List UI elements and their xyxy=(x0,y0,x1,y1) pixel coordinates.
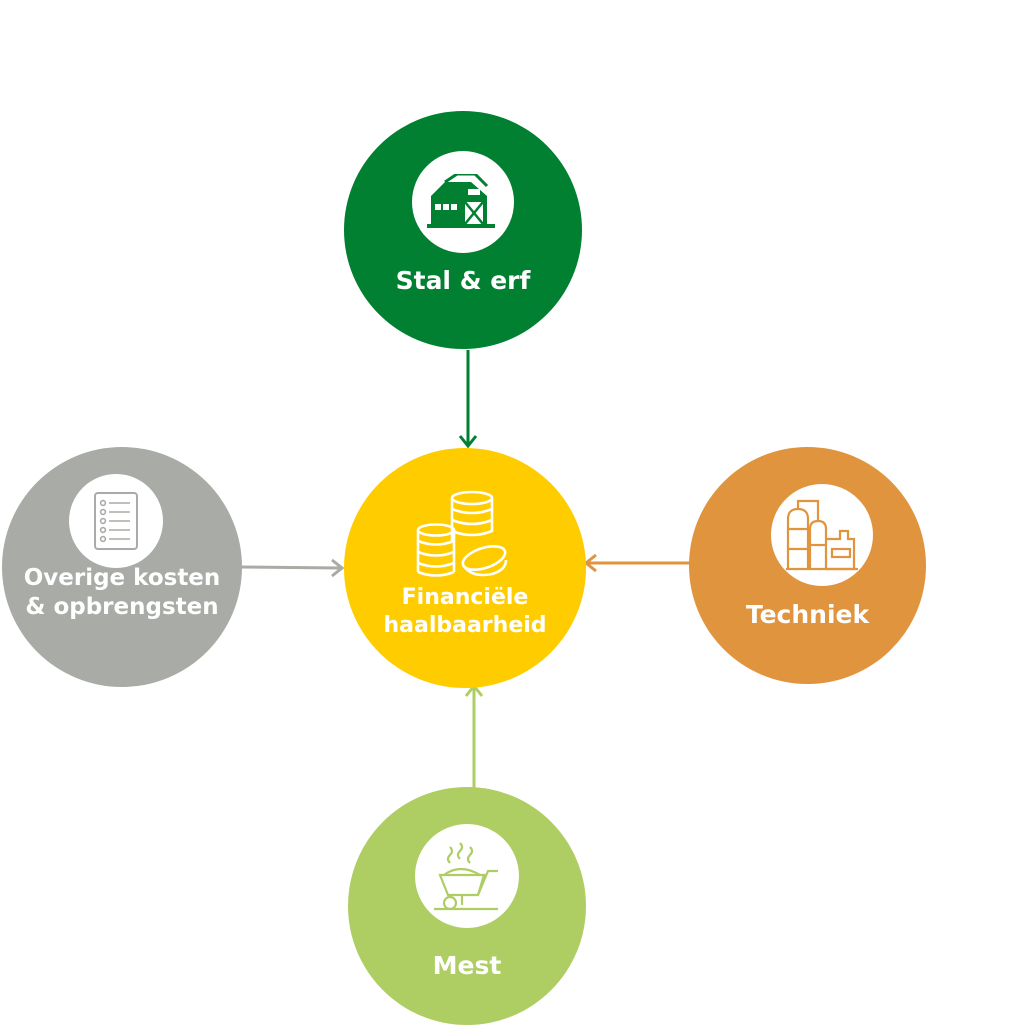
node-label: Techniek xyxy=(745,600,870,629)
node-techniek: Techniek xyxy=(689,447,926,684)
arrow-stal-to-center xyxy=(458,350,478,449)
node-stal-en-erf: Stal & erf xyxy=(344,111,582,349)
coins-icon xyxy=(414,488,514,580)
node-label: Financiële haalbaarheid xyxy=(344,584,586,639)
node-label: Mest xyxy=(432,951,502,980)
node-label-line2: haalbaarheid xyxy=(383,612,547,638)
node-label-line2: & opbrengsten xyxy=(25,593,219,620)
node-label-line1: Overige kosten xyxy=(23,565,221,591)
node-label-line1: Financiële xyxy=(401,585,529,610)
arrow-overige-to-center xyxy=(239,558,345,578)
node-mest: Mest xyxy=(348,787,586,1025)
factory-icon xyxy=(771,484,873,586)
wheelbarrow-icon xyxy=(415,824,519,928)
node-financiele-haalbaarheid: Financiële haalbaarheid xyxy=(344,448,586,688)
node-label: Stal & erf xyxy=(395,266,531,295)
node-label: Overige kosten & opbrengsten xyxy=(2,564,242,622)
barn-icon xyxy=(412,151,514,253)
node-overige-kosten: Overige kosten & opbrengsten xyxy=(2,447,242,687)
arrow-mest-to-center xyxy=(464,683,484,788)
arrow-techniek-to-center xyxy=(583,553,690,573)
checklist-icon xyxy=(69,474,163,568)
